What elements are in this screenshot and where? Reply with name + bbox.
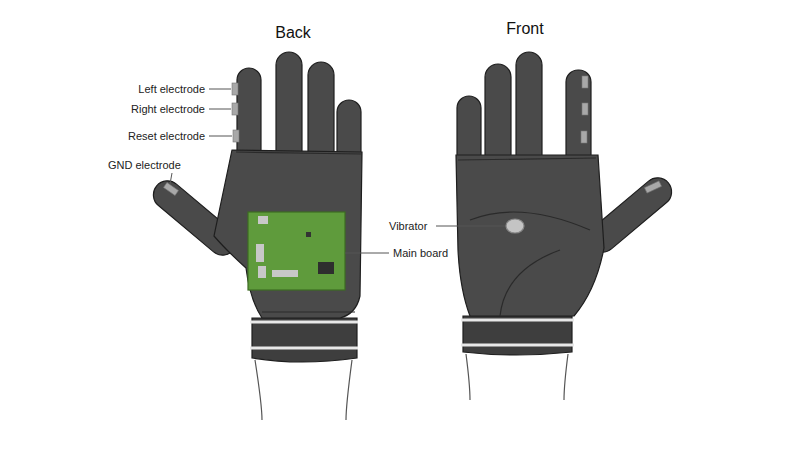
main-board [248,212,345,290]
knuckle-line [458,158,596,160]
view-heading: Front [506,19,543,38]
board-component [306,232,311,237]
electrode [233,130,239,142]
leader-line [170,173,172,184]
back-palm [214,150,362,318]
palm-seam [470,212,590,316]
front-palm [456,155,604,316]
leader-line [209,136,232,137]
hem-line [262,311,355,312]
electrode [164,183,179,196]
board-component [256,244,264,262]
front-cuff [463,316,572,355]
electrode [232,103,238,115]
part-label: Right electrode [131,103,205,116]
part-label: Main board [393,247,448,260]
leader-line [345,253,389,254]
view-heading: Back [275,23,311,42]
electrode [232,83,238,95]
back-cuff [252,318,357,362]
board-component [272,270,298,277]
leader-line [209,89,231,90]
part-label: Reset electrode [128,130,205,143]
back-finger [276,52,302,167]
vibrator [506,219,524,233]
part-label: Vibrator [389,220,427,233]
knuckle-line [236,152,362,154]
part-label: Left electrode [138,83,205,96]
electrode [581,131,587,143]
board-component [258,266,266,278]
electrode [582,76,588,88]
arm-outline [255,360,352,420]
cuff-stripe [461,320,574,345]
electrode [582,103,588,115]
leader-line [436,226,505,227]
arm-outline [466,354,568,400]
electrode [644,181,661,193]
board-component [258,216,268,224]
board-chip [318,262,334,274]
leader-line [209,109,231,110]
part-label: GND electrode [108,159,181,172]
cuff-stripe [250,322,358,348]
front-finger [516,52,542,170]
